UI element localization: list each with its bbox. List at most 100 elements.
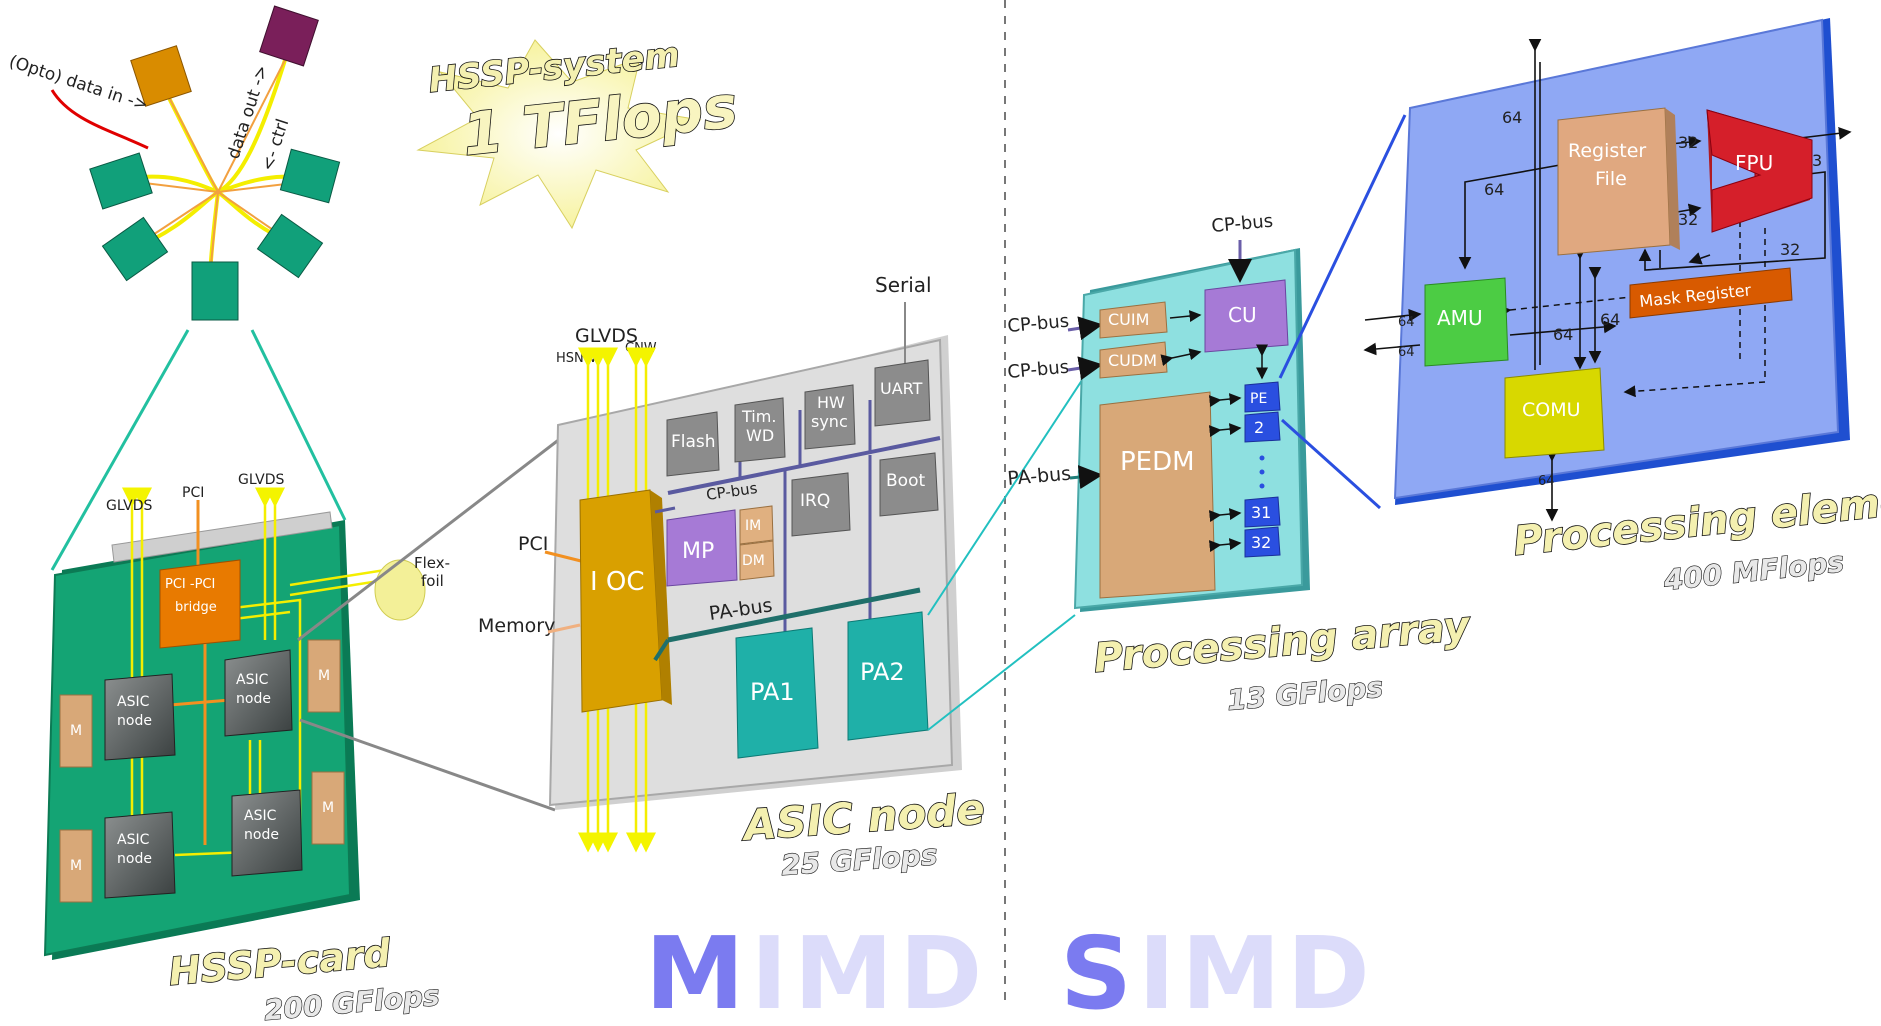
flash-block: Flash <box>666 411 720 477</box>
svg-text:node: node <box>236 691 271 707</box>
svg-text:sync: sync <box>811 412 848 431</box>
pe-item <box>1244 526 1281 558</box>
zoom-line <box>927 614 1076 731</box>
mask-register-block: Mask Register <box>1629 267 1793 319</box>
svg-text:Boot: Boot <box>886 471 925 491</box>
svg-text:ASIC: ASIC <box>117 694 150 710</box>
simd-label: SIMD <box>1060 915 1376 1026</box>
array-cpbus-2: CP-bus <box>1007 357 1070 383</box>
array-cpbus-1: CP-bus <box>1007 311 1070 337</box>
svg-text:MP: MP <box>682 539 714 564</box>
pe-board <box>1393 18 1840 500</box>
boot-block: Boot <box>879 452 939 517</box>
card-glvds-left: GLVDS <box>106 498 152 514</box>
hssp-card: Flex- foil GLVDS PCI GLVDS PCI -PCI brid… <box>43 472 450 960</box>
svg-text:32: 32 <box>1251 533 1271 552</box>
pa1-block: PA1 <box>735 627 819 759</box>
pa2-block: PA2 <box>847 611 929 741</box>
pe-item <box>1244 411 1281 443</box>
comu-block: COMU <box>1504 367 1605 459</box>
register-file-block: Register File <box>1557 107 1680 256</box>
memory-chip: M <box>311 771 345 845</box>
asic-memory: Memory <box>478 615 555 637</box>
array-title: Processing array <box>1092 603 1473 682</box>
card-connector <box>111 511 333 563</box>
asic-cnw: CNW <box>625 341 657 356</box>
svg-text:FPU: FPU <box>1735 151 1773 175</box>
width-label: 32 <box>1780 240 1800 259</box>
svg-text:IM: IM <box>745 518 761 534</box>
memory-chip: M <box>59 694 93 768</box>
svg-text:Flash: Flash <box>671 432 716 452</box>
ioc-block: I OC <box>579 489 672 713</box>
pci-bridge: PCI -PCI bridge <box>159 559 241 649</box>
svg-text:CUIM: CUIM <box>1108 310 1149 329</box>
array-perf: 13 GFlops <box>1226 670 1385 717</box>
card-node <box>89 152 153 210</box>
svg-text:2: 2 <box>1254 418 1264 437</box>
svg-text:ASIC: ASIC <box>244 808 277 824</box>
data-out-node <box>259 5 319 67</box>
svg-text:UART: UART <box>880 379 923 398</box>
im-block: IM <box>739 505 774 545</box>
svg-text:node: node <box>117 851 152 867</box>
svg-text:CUDM: CUDM <box>1108 351 1157 370</box>
svg-text:WD: WD <box>746 426 774 445</box>
card-node <box>191 261 239 321</box>
svg-text:M: M <box>70 858 82 874</box>
array-cpbus-top: CP-bus <box>1211 211 1274 237</box>
svg-text:PA2: PA2 <box>860 658 905 686</box>
card-node <box>279 148 341 204</box>
pe-item <box>1244 496 1281 528</box>
memory-chip: M <box>59 829 93 903</box>
data-in-label: (Opto) data in -> <box>6 52 150 116</box>
irq-block: IRQ <box>791 472 851 537</box>
svg-text:bridge: bridge <box>175 600 217 615</box>
svg-text:Tim.: Tim. <box>741 407 776 426</box>
svg-text:PA1: PA1 <box>750 678 795 706</box>
svg-text:IRQ: IRQ <box>800 491 830 511</box>
cu-block: CU <box>1204 279 1289 353</box>
width-label: 64 <box>1484 180 1504 199</box>
width-label: 32 <box>1678 133 1698 152</box>
asic-node-card: ASIC node <box>231 789 303 877</box>
processing-array: CP-bus CP-bus CP-bus PA-bus CUIM CUDM CU… <box>1007 211 1310 612</box>
svg-text:CU: CU <box>1228 303 1257 327</box>
width-label: 64 <box>1398 315 1415 330</box>
asic-glvds: GLVDS <box>575 325 638 347</box>
width-label: 32 <box>1678 210 1698 229</box>
cp-bus-line <box>667 436 941 495</box>
card-pci: PCI <box>182 485 204 501</box>
flexfoil-label-1: Flex- <box>414 554 450 572</box>
svg-text:PEDM: PEDM <box>1120 447 1195 477</box>
svg-text:DM: DM <box>742 553 765 569</box>
card-node <box>101 216 169 282</box>
svg-text:M: M <box>322 800 334 816</box>
uart-block: UART <box>874 359 931 427</box>
flexfoil-label-2: foil <box>421 572 444 590</box>
cudm-block: CUDM <box>1099 341 1168 379</box>
width-label: 64 <box>1538 474 1555 489</box>
zoom-line <box>50 329 190 571</box>
fpu-block: FPU <box>1706 109 1813 233</box>
zoom-line <box>1280 418 1382 510</box>
starburst <box>416 39 702 230</box>
data-in-link <box>50 89 149 150</box>
svg-text:M: M <box>318 668 330 684</box>
zoom-line <box>927 367 1091 616</box>
asic-hsnw: HSNW <box>556 351 597 366</box>
data-in-node <box>130 45 192 107</box>
asic-serial: Serial <box>875 273 932 297</box>
svg-text:M: M <box>70 723 82 739</box>
asic-node: Serial GLVDS HSNW CNW PCI Memory I OC CP… <box>478 273 962 853</box>
svg-text:ASIC: ASIC <box>236 672 269 688</box>
asic-node-card: ASIC node <box>224 649 293 737</box>
asic-pci: PCI <box>518 533 548 555</box>
svg-text:31: 31 <box>1251 503 1271 522</box>
asic-title: ASIC node <box>739 784 986 850</box>
mimd-label: MIMD <box>645 915 988 1026</box>
svg-text:PE: PE <box>1250 391 1267 407</box>
width-label: 64 <box>1502 108 1522 127</box>
